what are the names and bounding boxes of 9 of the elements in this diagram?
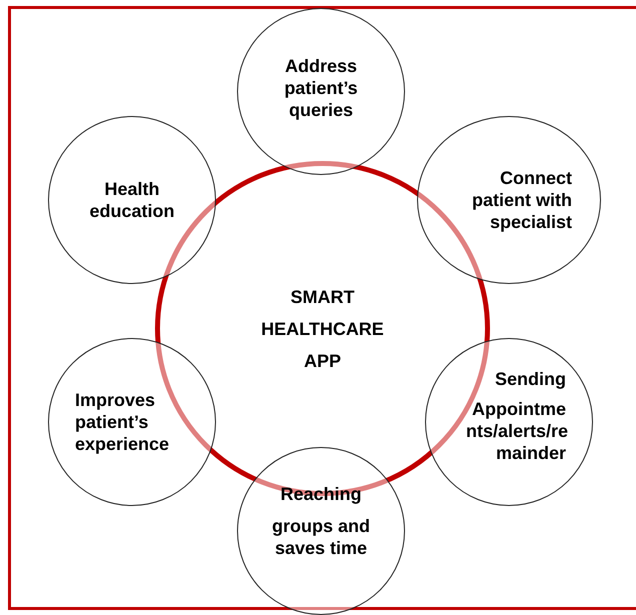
feature-label: Address patient’s queries <box>283 54 359 120</box>
feature-label: Reaching <box>279 483 363 505</box>
feature-label: Health education <box>88 178 176 222</box>
feature-label: groups and saves time <box>271 515 371 559</box>
hub-title: SMART HEALTHCARE APP <box>260 286 385 372</box>
feature-label: Appointme nts/alerts/re mainder <box>466 398 566 464</box>
feature-label: Sending <box>494 368 566 390</box>
feature-label: Connect patient with specialist <box>471 167 572 233</box>
feature-label: Improves patient’s experience <box>75 389 170 455</box>
